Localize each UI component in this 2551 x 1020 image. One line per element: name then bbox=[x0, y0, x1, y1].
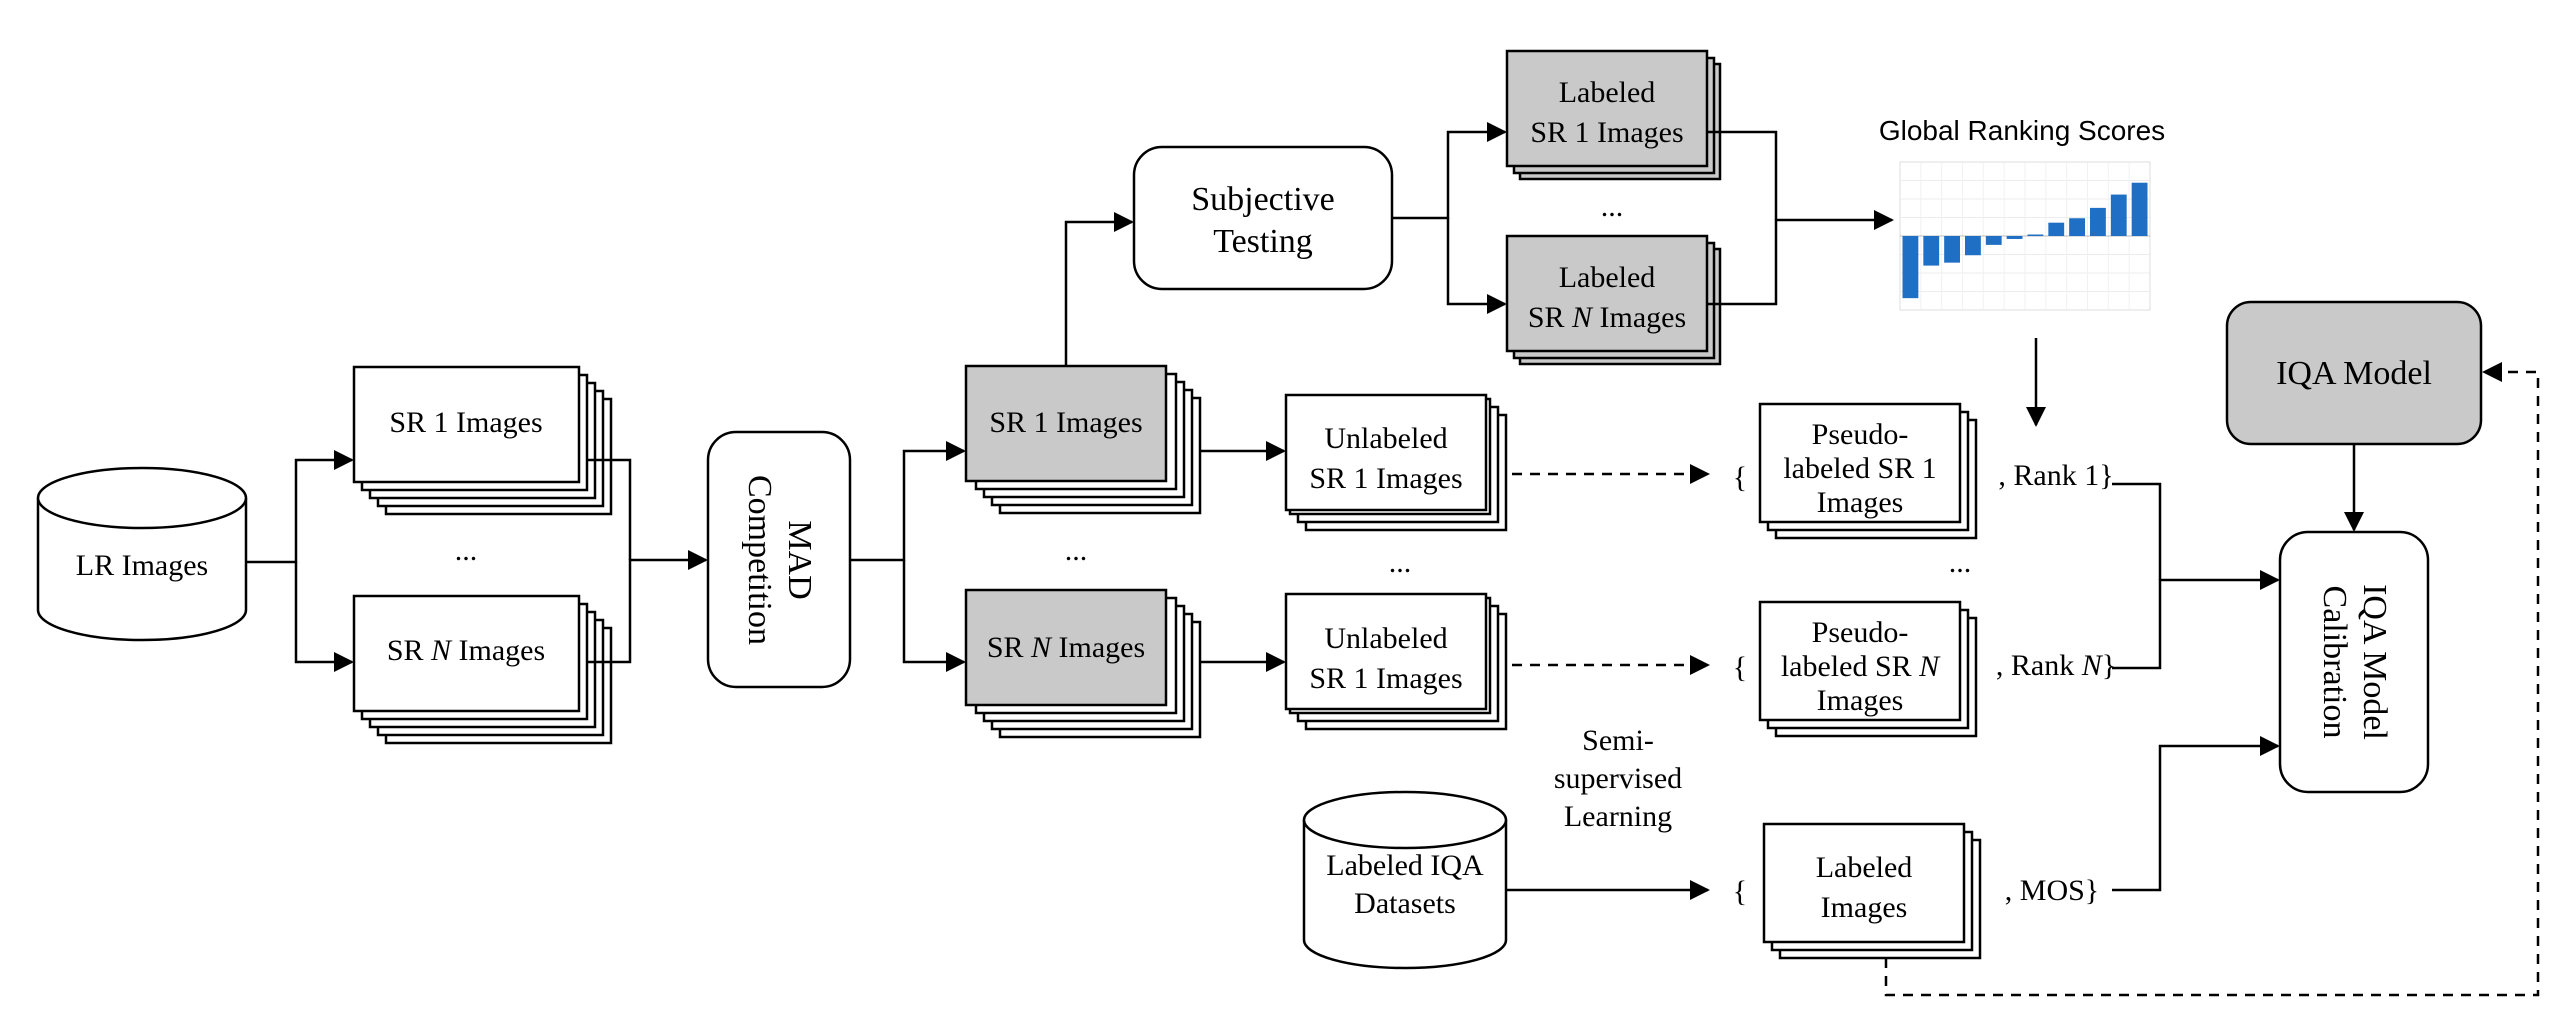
unlabeled2-label-line2: SR 1 Images bbox=[1309, 662, 1462, 695]
edge-labeled-srN-to-ranking bbox=[1707, 210, 1894, 306]
ellipsis-labeled: ... bbox=[1601, 190, 1624, 223]
chart-bar bbox=[2090, 207, 2106, 236]
pseudo1-label-line2: labeled SR 1 bbox=[1783, 452, 1936, 485]
ellipsis-sr-stacks: ... bbox=[455, 534, 478, 567]
sr1-images-label: SR 1 Images bbox=[389, 406, 542, 439]
edge-mad-to-grey-srN bbox=[902, 560, 966, 672]
rankN-label: , Rank N} bbox=[1996, 649, 2116, 682]
edge-labeled-sr1-to-ranking bbox=[1707, 130, 1778, 220]
semi-label-line1: Semi- bbox=[1582, 724, 1654, 757]
unlabeled-sr1-images-stack-2: Unlabeled SR 1 Images bbox=[1284, 592, 1508, 731]
pseudo1-label-line3: Images bbox=[1817, 486, 1904, 519]
edge-srN-to-mad bbox=[587, 550, 708, 664]
labeled-sr1-label-line1: Labeled bbox=[1559, 76, 1656, 109]
iqa-model-box: IQA Model bbox=[2225, 300, 2483, 446]
chart-bar bbox=[1965, 236, 1981, 256]
semi-supervised-learning-label: Semi- supervised Learning bbox=[1554, 724, 1682, 833]
grey-srN-images-stack: SR N Images bbox=[964, 588, 1202, 739]
chart-bar bbox=[1944, 236, 1960, 263]
calibration-label-line1: IQA Model bbox=[2356, 584, 2393, 740]
grey-sr1-images-label: SR 1 Images bbox=[989, 406, 1142, 439]
unlabeled1-label-line2: SR 1 Images bbox=[1309, 462, 1462, 495]
labeled-sr1-label-line2: SR 1 Images bbox=[1530, 116, 1683, 149]
rank1-label: , Rank 1} bbox=[1998, 459, 2113, 492]
labeled-srN-label-line1: Labeled bbox=[1559, 261, 1656, 294]
chart-bar bbox=[2069, 218, 2085, 236]
mad-label-line2: Competition bbox=[741, 475, 778, 645]
iqa-model-calibration-box: IQA Model Calibration bbox=[2278, 530, 2430, 794]
mad-competition-box: MAD Competition bbox=[706, 430, 852, 689]
unlabeled-sr1-images-stack-1: Unlabeled SR 1 Images bbox=[1284, 393, 1508, 532]
chart-bar bbox=[2006, 236, 2023, 239]
chart-bar bbox=[2110, 194, 2127, 236]
edge-mad-to-grey-sr1 bbox=[850, 441, 966, 562]
edge-rank1-to-calibration bbox=[2112, 482, 2162, 580]
labeled-srN-label-line2: SR N Images bbox=[1528, 301, 1686, 334]
edge-subjective-to-labeled-srN bbox=[1446, 218, 1507, 314]
global-ranking-scores-chart: Global Ranking Scores bbox=[1879, 115, 2165, 311]
unlabeled2-label-line1: Unlabeled bbox=[1324, 622, 1447, 655]
edge-lr-to-srN bbox=[294, 562, 354, 672]
srN-images-stack: SR N Images bbox=[352, 594, 613, 745]
brace-open-N: { bbox=[1733, 651, 1747, 684]
pseudoN-label-line1: Pseudo- bbox=[1812, 616, 1909, 649]
chart-title: Global Ranking Scores bbox=[1879, 115, 2165, 146]
mos-label: , MOS} bbox=[2005, 874, 2099, 907]
edge-feedback-to-iqa-model bbox=[1884, 362, 2540, 997]
chart-grid bbox=[1899, 161, 2151, 311]
chart-bars bbox=[1902, 182, 2148, 299]
labeled-sr1-images-stack: Labeled SR 1 Images bbox=[1505, 49, 1722, 181]
lr-images-label: LR Images bbox=[76, 549, 208, 582]
labeled-images-mos-group: { Labeled Images , MOS} bbox=[1733, 822, 2099, 960]
labeled-srN-images-stack: Labeled SR N Images bbox=[1505, 234, 1722, 366]
subjective-testing-box: Subjective Testing bbox=[1132, 145, 1394, 291]
chart-bar bbox=[1923, 236, 1940, 266]
chart-bar bbox=[2048, 222, 2065, 236]
brace-open-mos: { bbox=[1733, 875, 1747, 908]
labeled-iqa-label-line1: Labeled IQA bbox=[1326, 849, 1484, 882]
labeled-iqa-label-line2: Datasets bbox=[1354, 887, 1456, 920]
labeled-images-label-line1: Labeled bbox=[1816, 851, 1913, 884]
chart-bar bbox=[1985, 236, 2002, 245]
grey-sr1-images-stack: SR 1 Images bbox=[964, 364, 1202, 515]
ellipsis-pseudo: ... bbox=[1949, 546, 1972, 579]
subjective-label-line2: Testing bbox=[1213, 223, 1313, 260]
pseudo-labeled-sr1-group: { Pseudo- labeled SR 1 Images , Rank 1} bbox=[1733, 402, 2114, 540]
semi-label-line3: Learning bbox=[1564, 800, 1672, 833]
labeled-images-label-line2: Images bbox=[1821, 891, 1908, 924]
edge-lr-to-sr1 bbox=[246, 450, 354, 564]
chart-bar bbox=[2131, 182, 2148, 236]
edge-grey-sr1-to-subjective bbox=[1064, 212, 1134, 366]
calibration-label-line2: Calibration bbox=[2316, 586, 2353, 739]
iqa-model-label: IQA Model bbox=[2276, 355, 2432, 392]
ellipsis-unlabeled: ... bbox=[1389, 546, 1412, 579]
edge-subjective-to-labeled-sr1 bbox=[1392, 122, 1507, 220]
semi-label-line2: supervised bbox=[1554, 762, 1682, 795]
edge-rankN-to-calibration bbox=[2112, 570, 2280, 670]
labeled-iqa-datasets-database: Labeled IQA Datasets bbox=[1302, 790, 1508, 970]
srN-images-label: SR N Images bbox=[387, 634, 545, 667]
ellipsis-grey-stacks: ... bbox=[1065, 534, 1088, 567]
edge-sr1-to-mad bbox=[587, 458, 632, 560]
brace-open-1: { bbox=[1733, 461, 1747, 494]
edge-mos-to-calibration bbox=[2112, 736, 2280, 892]
subjective-label-line1: Subjective bbox=[1191, 181, 1335, 218]
pseudoN-label-line3: Images bbox=[1817, 684, 1904, 717]
pseudoN-label-line2: labeled SR N bbox=[1781, 650, 1941, 683]
lr-images-database: LR Images bbox=[36, 466, 248, 642]
grey-srN-images-label: SR N Images bbox=[987, 631, 1145, 664]
pseudo-labeled-srN-group: { Pseudo- labeled SR N Images , Rank N} bbox=[1733, 600, 2116, 738]
pseudo1-label-line1: Pseudo- bbox=[1812, 418, 1909, 451]
sr1-images-stack: SR 1 Images bbox=[352, 365, 613, 516]
unlabeled1-label-line1: Unlabeled bbox=[1324, 422, 1447, 455]
chart-bar bbox=[2027, 234, 2044, 237]
chart-bar bbox=[1902, 236, 1919, 299]
mad-label-line1: MAD bbox=[781, 520, 818, 599]
